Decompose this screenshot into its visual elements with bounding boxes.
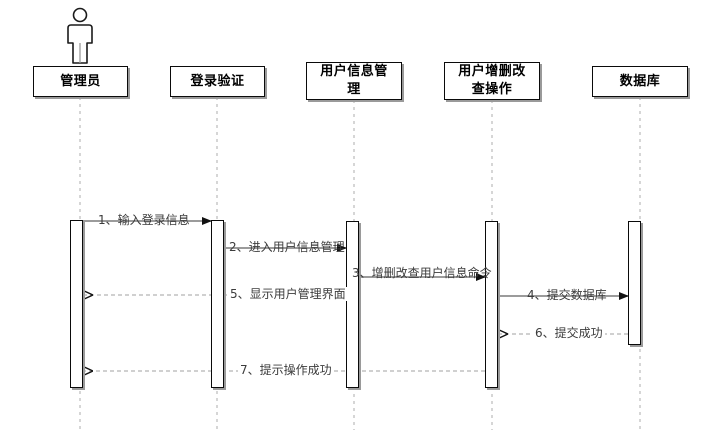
- participant-label-yonghu-zengshangaicha-line1: 用户增删改: [458, 64, 526, 79]
- activation-bar-yonghu-xinxi-guanli: [346, 221, 359, 388]
- lifelines: [79, 97, 641, 430]
- participant-label-shujuku: 数据库: [619, 74, 661, 89]
- message-label-7: 7、提示操作成功: [238, 363, 334, 377]
- participant-box-denglu-yanzheng[interactable]: 登录验证: [170, 66, 265, 97]
- participant-label-guanliyuan: 管理员: [60, 74, 101, 89]
- activation-bar-denglu-yanzheng: [211, 220, 224, 388]
- message-label-3: 3、增删改查用户信息命令: [352, 266, 492, 280]
- participant-label-yonghu-xinxi-guanli-line2: 理: [347, 82, 361, 97]
- activation-bar-shujuku: [628, 221, 641, 345]
- participant-box-shujuku[interactable]: 数据库: [592, 66, 688, 97]
- message-label-1: 1、输入登录信息: [98, 213, 190, 227]
- actor-head-icon: [72, 7, 88, 23]
- participant-label-yonghu-zengshangaicha-line2: 查操作: [471, 82, 513, 97]
- activation-bar-guanliyuan: [70, 220, 83, 388]
- actor-body-icon: [67, 24, 93, 64]
- participant-box-yonghu-zengshangaicha[interactable]: 用户增删改 查操作: [444, 62, 540, 100]
- activation-bar-yonghu-zengshangaicha: [485, 221, 498, 388]
- message-label-2: 2、进入用户信息管理: [229, 240, 345, 254]
- participant-box-yonghu-xinxi-guanli[interactable]: 用户信息管 理: [306, 62, 402, 100]
- participant-label-yonghu-xinxi-guanli-line1: 用户信息管: [320, 64, 388, 79]
- message-label-5: 5、显示用户管理界面: [228, 287, 348, 301]
- participant-label-denglu-yanzheng: 登录验证: [190, 74, 245, 89]
- participant-box-guanliyuan[interactable]: 管理员: [33, 66, 128, 97]
- message-label-4: 4、提交数据库: [527, 288, 607, 302]
- message-arrows: [83, 217, 629, 371]
- actor-icon: [67, 7, 93, 64]
- message-label-6: 6、提交成功: [533, 326, 605, 340]
